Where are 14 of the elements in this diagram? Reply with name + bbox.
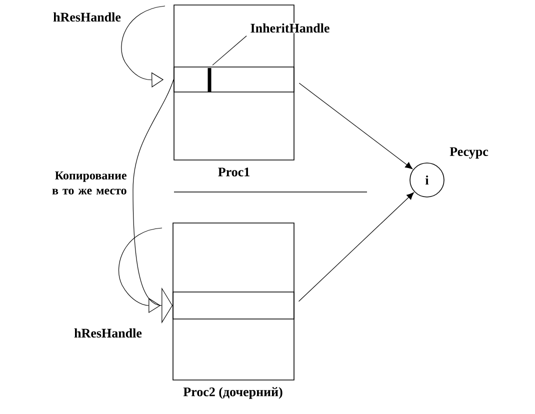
handle-slot [172,292,294,320]
variable-label: hResHandle [74,328,142,338]
leader-line [212,36,247,66]
curved-arrow [121,6,166,88]
edge-label: Копирование в то же место [52,172,126,194]
variable-label: hResHandle [53,12,121,22]
handle-slot [174,66,294,92]
box-title: Proc2 (дочерний) [183,387,282,399]
arrow [298,192,414,302]
circle-caption: Ресурс [450,147,488,159]
box-title: Proc1 [218,168,250,176]
callout-text: InheritHandle [250,22,330,34]
handle-bar [208,68,212,92]
arrow [298,82,413,170]
